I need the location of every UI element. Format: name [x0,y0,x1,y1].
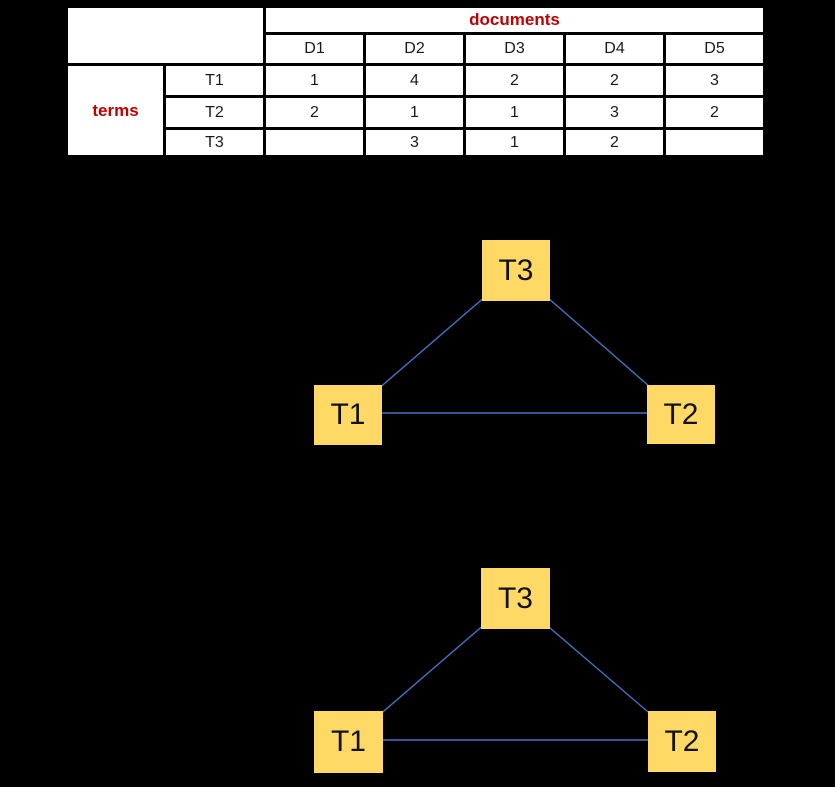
graph1-node-t2-label: T2 [663,397,699,431]
graph2-node-t1: T1 [314,711,383,773]
matrix-cell-t1-d2: 4 [363,63,466,98]
matrix-cell-t2-d2: 1 [363,95,466,130]
matrix-cell-t2-d5: 2 [663,95,766,130]
terms-group-header: terms [65,63,166,158]
graph1-node-t3-label: T3 [498,253,534,287]
matrix-cell-t1-d4: 2 [563,63,666,98]
doc-header-d1: D1 [263,32,366,66]
term-header-t2: T2 [163,95,266,130]
corner-cell [65,5,266,66]
doc-header-d3: D3 [463,32,566,66]
matrix-cell-t2-d1: 2 [263,95,366,130]
term-document-matrix: documents D1 D2 D3 D4 D5 terms T1 1 4 2 … [65,5,766,158]
matrix-cell-t3-d3: 1 [463,127,566,158]
graph2-node-t3-label: T3 [497,581,533,615]
matrix-cell-t1-d5: 3 [663,63,766,98]
graph2-node-t3: T3 [481,568,550,629]
matrix-cell-t3-d5 [663,127,766,158]
doc-header-d4: D4 [563,32,666,66]
matrix-cell-t2-d3: 1 [463,95,566,130]
graph2-node-t2: T2 [648,711,716,772]
doc-header-d2: D2 [363,32,466,66]
graph1-node-t1-label: T1 [330,398,366,431]
matrix-cell-t3-d4: 2 [563,127,666,158]
graph2-node-t2-label: T2 [664,724,700,758]
doc-header-d5: D5 [663,32,766,66]
term-header-t1: T1 [163,63,266,98]
graph1-node-t3: T3 [482,240,550,301]
matrix-cell-t2-d4: 3 [563,95,666,130]
matrix-cell-t1-d3: 2 [463,63,566,98]
documents-group-header: documents [263,5,766,35]
graph1-node-t1: T1 [314,385,382,445]
graph1-node-t2: T2 [647,385,715,444]
matrix-cell-t3-d2: 3 [363,127,466,158]
graph2-node-t1-label: T1 [330,725,366,758]
term-header-t3: T3 [163,127,266,158]
matrix-cell-t1-d1: 1 [263,63,366,98]
matrix-cell-t3-d1 [263,127,366,158]
